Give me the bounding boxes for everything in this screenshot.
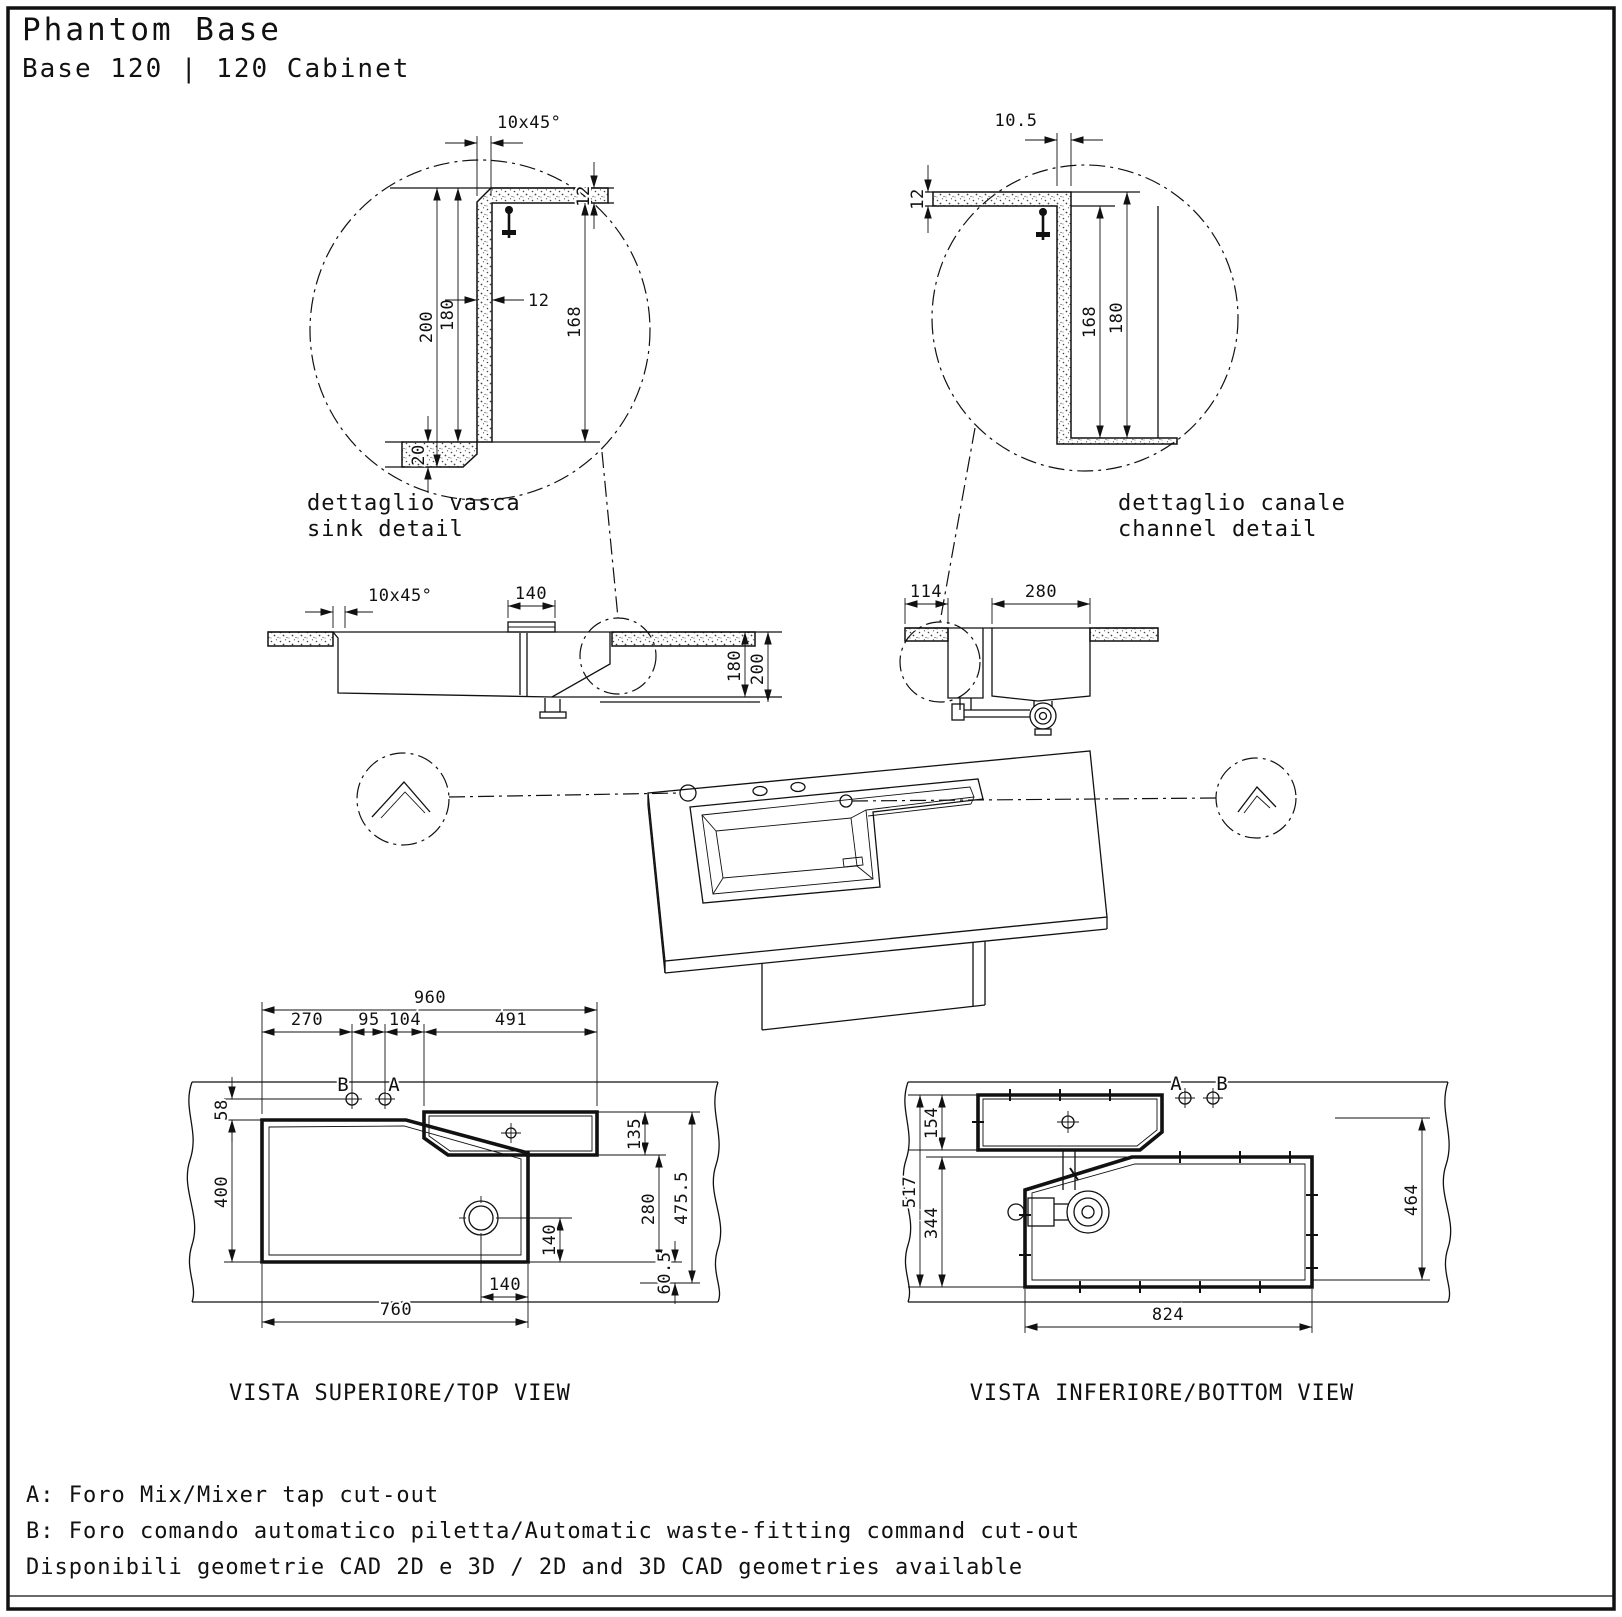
detail-sink: 10x45° 12 200 180 12 168 20 dettaglio va…	[307, 111, 651, 542]
corner-marker	[679, 784, 697, 802]
dim-58: 58	[212, 1099, 232, 1120]
dim-400: 400	[212, 1176, 232, 1208]
top-view-caption: VISTA SUPERIORE/TOP VIEW	[229, 1381, 571, 1406]
dim-140-side: 140	[540, 1224, 560, 1256]
dim-chamfer: 10x45°	[497, 113, 561, 133]
channel-wall-section	[932, 191, 1178, 445]
dim-bowl: 280	[1025, 582, 1057, 602]
fixing-clamp-icon	[502, 206, 516, 238]
waste-trap	[1007, 1150, 1110, 1234]
note-cad: Disponibili geometrie CAD 2D e 3D / 2D a…	[26, 1555, 1023, 1580]
dim-760: 760	[380, 1300, 412, 1320]
dim-270: 270	[291, 1010, 323, 1030]
hole-b-label: B	[1216, 1073, 1227, 1095]
dim-top-width: 10.5	[995, 111, 1038, 131]
sink-wall-section	[476, 187, 609, 443]
mounting-clips	[972, 1089, 1318, 1293]
break-line	[902, 1081, 912, 1303]
dim-491: 491	[495, 1010, 527, 1030]
bowl-outline	[260, 1118, 530, 1264]
dim-drain: 140	[515, 584, 547, 604]
detail-channel: 10.5 12 168 180 dettaglio canale channel…	[906, 109, 1346, 542]
bottom-view: A B 154 517 344 464	[898, 1071, 1452, 1406]
break-line	[186, 1081, 196, 1303]
section-front: 140 10x45° 180 200	[267, 451, 782, 719]
note-a: A: Foro Mix/Mixer tap cut-out	[26, 1483, 439, 1508]
dim-95: 95	[358, 1010, 379, 1030]
bowl-profile	[991, 628, 1091, 702]
dim-344: 344	[922, 1207, 942, 1239]
detail-circle	[931, 164, 1239, 472]
detail-sink-caption-it: dettaglio vasca	[307, 491, 521, 516]
channel-outline	[422, 1110, 599, 1157]
corner-detail-circle	[356, 752, 450, 846]
sheet-border	[6, 6, 1616, 1611]
bowl-profile	[332, 631, 611, 698]
dim-464: 464	[1402, 1184, 1422, 1216]
isometric-view	[356, 750, 1297, 1031]
basin-opening-outer	[689, 778, 984, 904]
dim-total-width: 960	[414, 988, 446, 1008]
bottom-view-caption: VISTA INFERIORE/BOTTOM VIEW	[970, 1381, 1355, 1406]
dim-154: 154	[922, 1107, 942, 1139]
fixing-clamp-icon	[1036, 208, 1050, 240]
dim-top-thickness: 12	[574, 185, 594, 206]
dim-inner-depth: 180	[438, 299, 458, 331]
dim-left: 114	[910, 582, 942, 602]
dim-outer-depth: 200	[417, 311, 437, 343]
detail-circle	[309, 159, 651, 501]
dim-517: 517	[900, 1176, 920, 1208]
tap-hole-a	[790, 781, 806, 793]
channel-outline	[976, 1093, 1164, 1152]
note-b: B: Foro comando automatico piletta/Autom…	[26, 1519, 1080, 1544]
dim-top-thickness: 12	[908, 188, 928, 209]
notes: A: Foro Mix/Mixer tap cut-out B: Foro co…	[26, 1483, 1080, 1580]
waste-trap	[951, 698, 1057, 736]
channel-profile	[947, 628, 984, 699]
detail-sink-caption-en: sink detail	[307, 517, 464, 542]
section-cross: 114 280	[899, 427, 1159, 736]
dim-60-5: 60.5	[655, 1252, 675, 1295]
hole-b-label: B	[337, 1074, 348, 1096]
drain-slot	[842, 856, 864, 868]
break-line	[712, 1081, 722, 1303]
edge-marker	[839, 794, 853, 808]
dim-inner-height: 168	[1080, 306, 1100, 338]
bowl-outline	[1023, 1155, 1314, 1289]
dim-outer-height: 180	[1107, 302, 1127, 334]
detail-channel-caption-it: dettaglio canale	[1118, 491, 1346, 516]
dim-135: 135	[625, 1118, 645, 1150]
dim-inner-depth: 180	[725, 650, 745, 682]
break-line	[1442, 1081, 1452, 1303]
page-title: Phantom Base	[22, 12, 282, 48]
basin-opening-inner	[701, 786, 975, 895]
dim-chamfer: 10x45°	[368, 586, 432, 606]
callout-circle	[579, 617, 657, 695]
hole-a-label: A	[1170, 1073, 1182, 1095]
dim-104: 104	[389, 1010, 421, 1030]
dim-outer-depth: 200	[748, 653, 768, 685]
dim-475-5: 475.5	[672, 1171, 692, 1225]
detail-channel-caption-en: channel detail	[1118, 517, 1317, 542]
dim-140-bottom: 140	[489, 1275, 521, 1295]
tap-hole-b	[752, 785, 768, 797]
dim-280: 280	[639, 1193, 659, 1225]
dim-wall: 12	[528, 291, 549, 311]
dim-wall-height: 168	[565, 306, 585, 338]
hole-a-label: A	[388, 1074, 400, 1096]
page-subtitle: Base 120 | 120 Cabinet	[22, 54, 410, 84]
dim-bottom: 20	[409, 444, 429, 465]
top-view: B A 960 270 95 104 491 58 400	[186, 986, 722, 1406]
dim-824: 824	[1152, 1305, 1184, 1325]
title-block: Phantom Base Base 120 | 120 Cabinet	[22, 12, 410, 84]
